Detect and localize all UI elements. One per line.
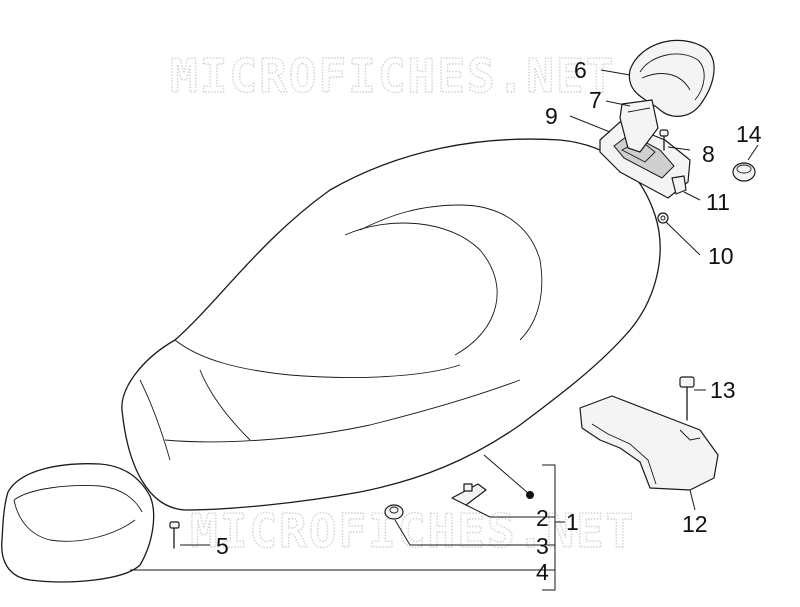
- callout-10: 10: [708, 243, 734, 269]
- watermark-top: MICROFICHES.NET: [170, 49, 615, 103]
- bushing-3: [384, 504, 404, 520]
- cap-14: [732, 162, 756, 182]
- screw-5: [169, 521, 180, 549]
- screw-8: [659, 129, 669, 151]
- callout-14: 14: [736, 121, 762, 147]
- support-plate: [619, 99, 659, 153]
- callout-3: 3: [536, 533, 549, 559]
- callout-2: 2: [536, 505, 549, 531]
- clip-11: [671, 175, 687, 195]
- seat-main: [121, 138, 661, 511]
- callout-5: 5: [216, 533, 229, 559]
- storage-tub: [1, 463, 155, 583]
- callout-8: 8: [702, 141, 715, 167]
- nut-10: [657, 212, 669, 224]
- callout-6: 6: [574, 57, 587, 83]
- callout-9: 9: [545, 103, 558, 129]
- reference-dot: [526, 491, 534, 499]
- callout-4: 4: [536, 559, 549, 585]
- callout-1: 1: [566, 509, 579, 535]
- cover-12: [579, 395, 719, 491]
- callout-11: 11: [706, 189, 730, 215]
- callout-labels: 1 2 3 4 5 6 7 8 9 10 11 12 13 14: [216, 57, 762, 585]
- watermark-bottom: MICROFICHES.NET: [190, 504, 635, 558]
- bracket-2: [451, 483, 487, 506]
- callout-12: 12: [682, 511, 708, 537]
- callout-7: 7: [589, 87, 602, 113]
- callout-13: 13: [710, 377, 736, 403]
- leader-lines: [130, 69, 759, 591]
- screw-13: [679, 376, 695, 421]
